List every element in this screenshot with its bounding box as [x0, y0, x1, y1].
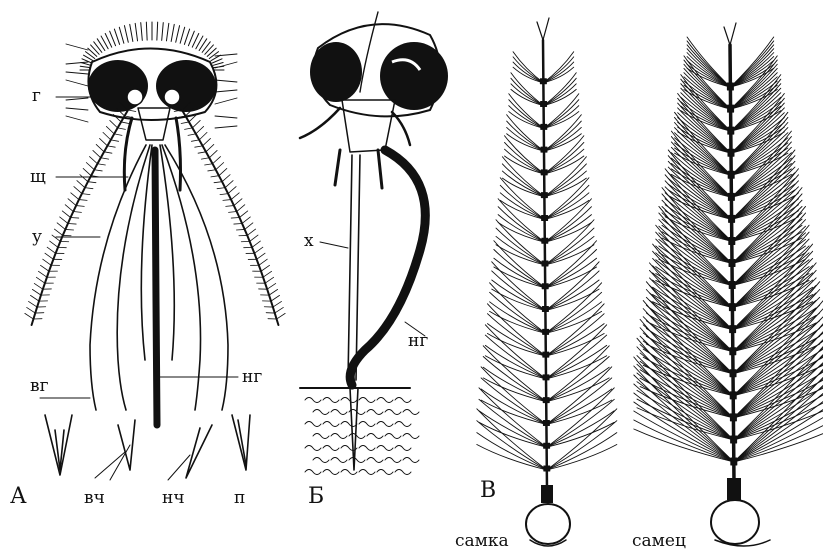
antenna-base-left: [127, 89, 143, 105]
panel-letter-b: Б: [308, 484, 324, 509]
stylet-mid-right: [160, 145, 174, 360]
stylet-tips-detail: [45, 415, 250, 478]
tip-lower-jaw: [186, 425, 212, 478]
label-nch: нч: [162, 488, 185, 508]
antenna-base-right: [164, 89, 180, 105]
tip-hypopharynx: [232, 415, 250, 470]
panel-letter-a: А: [10, 484, 27, 509]
panel-letter-v: В: [480, 478, 496, 503]
label-shch: щ: [30, 167, 46, 187]
skin-tissue: [305, 398, 419, 475]
panel-v-drawing: В самка самец: [455, 18, 823, 551]
tip-labrum: [45, 415, 72, 475]
panel-b-drawing: х нг Б: [300, 12, 448, 509]
compound-eye-b-left: [310, 42, 362, 102]
label-g: г: [32, 86, 41, 106]
label-vg: вг: [30, 376, 49, 396]
proboscis-left-edge: [348, 155, 352, 380]
palp-right: [176, 118, 181, 190]
label-p: п: [234, 488, 245, 508]
antenna-base-male: [711, 478, 770, 546]
label-vch: вч: [84, 488, 105, 508]
label-kh: х: [304, 231, 314, 251]
antenna-base-female: [526, 485, 570, 546]
label-u: у: [32, 227, 42, 247]
clypeus: [138, 108, 170, 140]
antenna-b-left: [300, 108, 340, 138]
palp-b-right: [378, 150, 382, 188]
antenna-male: [634, 23, 823, 482]
head-b-face: [342, 100, 395, 152]
panel-a-drawing: г щ у вг нг вч нч п А: [10, 22, 285, 509]
stylet-mid-left: [141, 145, 152, 360]
label-ng-b: нг: [408, 331, 428, 351]
head-b-suture: [360, 12, 378, 92]
label-ng-a: нг: [242, 367, 262, 387]
compound-eye-right: [156, 60, 216, 112]
caption-female: самка: [455, 531, 509, 551]
proboscis-right-edge: [356, 155, 360, 380]
palp-left: [124, 118, 132, 190]
antenna-female: [477, 18, 617, 490]
caption-male: самец: [632, 531, 686, 551]
stylet-inner-left: [117, 145, 150, 410]
palp-b-left: [335, 150, 340, 185]
